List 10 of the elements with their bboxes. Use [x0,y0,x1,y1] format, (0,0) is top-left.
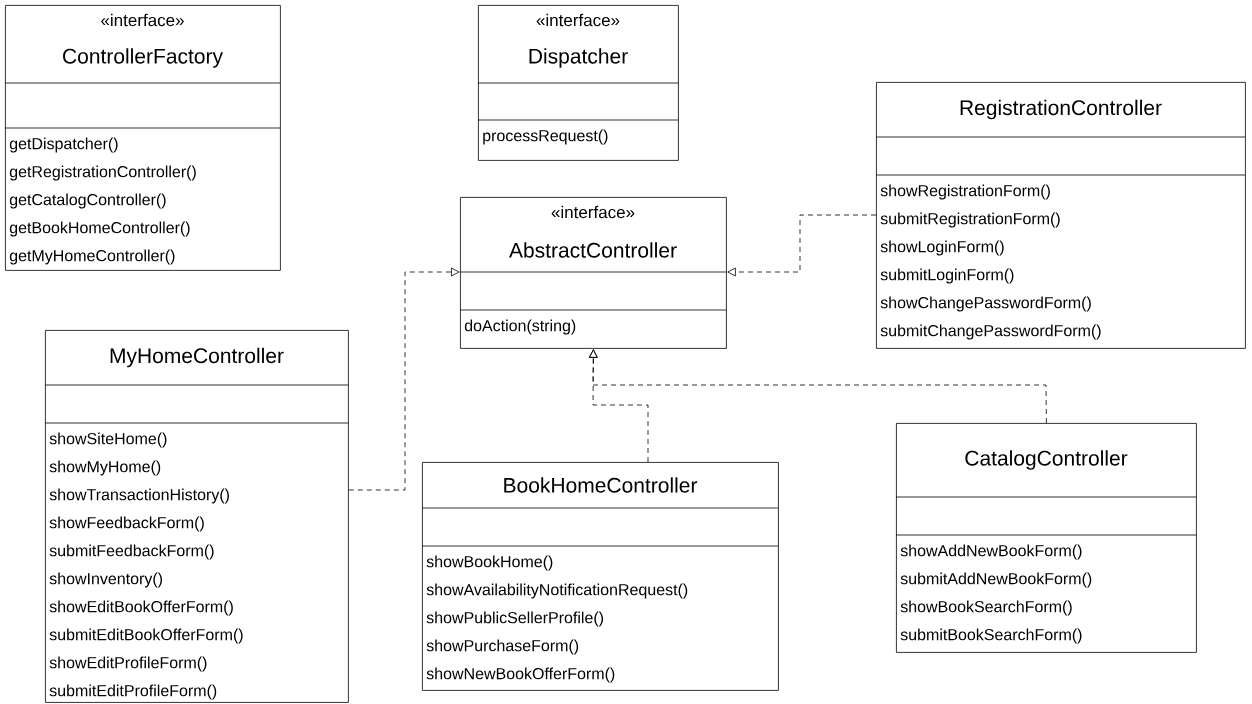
realization-arrow [727,214,877,277]
realization-arrow [588,349,1047,424]
realization-arrow [348,267,460,491]
class-box: BookHomeController showBookHome() showAvailabilityNotificationRequest() showPublicSellerProfile() showPurchaseForm() showNewBookOfferForm() [421,462,779,691]
class-box: RegistrationController showRegistrationForm() submitRegistrationForm() showLoginForm() submitLoginForm() showChangePasswordForm() submitChangePasswordForm() [875,82,1246,349]
class-box: MyHomeController showSiteHome() showMyHome() showTransactionHistory() showFeedbackForm() submitFeedbackForm() showInventory() showEditBookOfferForm() submitEditBookOfferForm() showEditProfileForm() submitEditProfileForm() [44,330,349,703]
class-box: «interface» Dispatcher processRequest() [477,5,679,161]
class-box: CatalogController showAddNewBookForm() submitAddNewBookForm() showBookSearchForm() submitBookSearchForm() [895,423,1197,653]
class-box: «interface» ControllerFactory getDispatcher() getRegistrationController() getCatalogController() getBookHomeController() getMyHomeController() [4,5,281,271]
class-box: «interface» AbstractController doAction(string) [459,197,727,349]
